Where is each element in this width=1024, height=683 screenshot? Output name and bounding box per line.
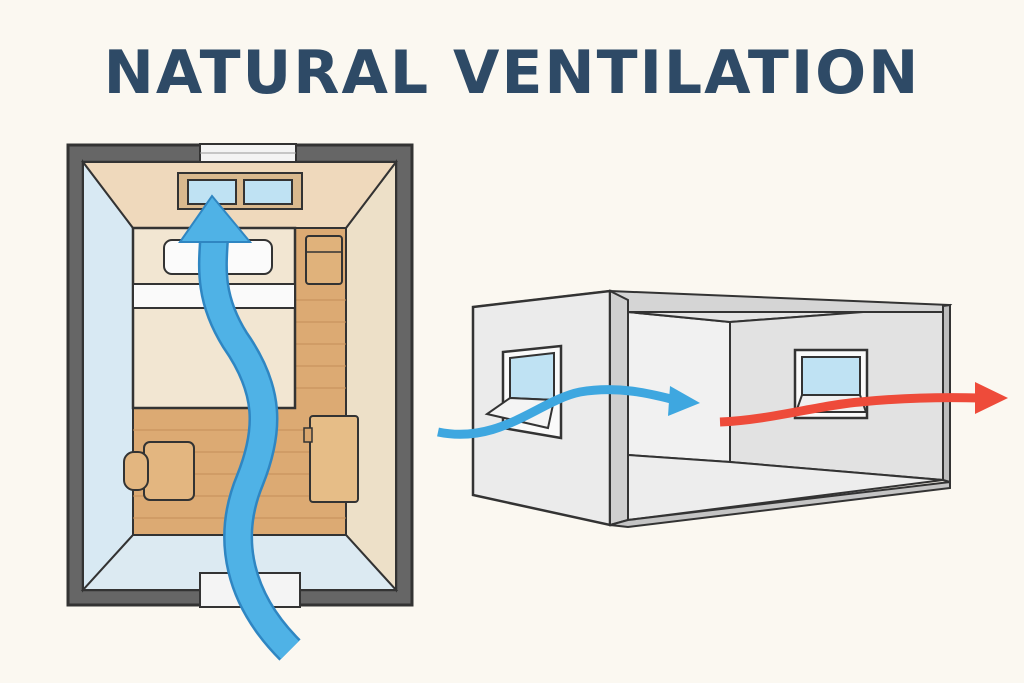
right-wall-surface: [345, 159, 397, 593]
desk-icon: [303, 415, 359, 503]
floor-slab: [609, 480, 951, 529]
exhaust-air-arrow: [719, 382, 1008, 427]
fresh-air-arrow: [178, 194, 301, 661]
floor-plan: [66, 143, 414, 661]
diagram-title: NATURAL VENTILATION: [103, 38, 921, 108]
window-icon: [177, 172, 303, 210]
interior-back-wall: [627, 310, 731, 464]
room-cross-section: [437, 289, 1008, 529]
nightstand-icon: [305, 235, 343, 285]
wall-thickness: [609, 289, 629, 527]
fresh-air-arrow: [437, 385, 700, 439]
left-wall-surface: [82, 159, 134, 593]
chair-icon: [123, 441, 195, 501]
